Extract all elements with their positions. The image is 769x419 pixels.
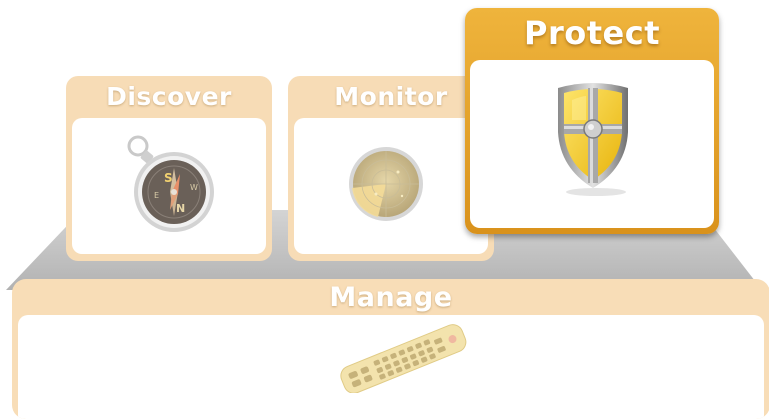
- discover-card[interactable]: Discover S N E W: [66, 76, 272, 261]
- compass-south-letter: S: [164, 171, 173, 185]
- monitor-title: Monitor: [334, 81, 448, 111]
- manage-card[interactable]: Manage: [12, 279, 769, 419]
- protect-card[interactable]: Protect: [465, 8, 719, 234]
- manage-title: Manage: [329, 281, 453, 313]
- shield-icon: [558, 83, 628, 196]
- protect-title: Protect: [524, 14, 660, 52]
- compass-icon: S N E W: [127, 135, 214, 232]
- compass-east-letter: E: [154, 191, 159, 200]
- manage-card-body: [18, 315, 764, 419]
- radar-icon: [349, 147, 423, 221]
- compass-west-letter: W: [190, 183, 198, 192]
- discover-title: Discover: [106, 81, 232, 111]
- discover-card-body: S N E W: [72, 118, 266, 254]
- monitor-card-body: [294, 118, 488, 254]
- protect-card-body: [470, 60, 714, 228]
- monitor-card[interactable]: Monitor: [288, 76, 494, 261]
- compass-north-letter: N: [176, 202, 185, 215]
- remote-control-icon: [340, 324, 467, 393]
